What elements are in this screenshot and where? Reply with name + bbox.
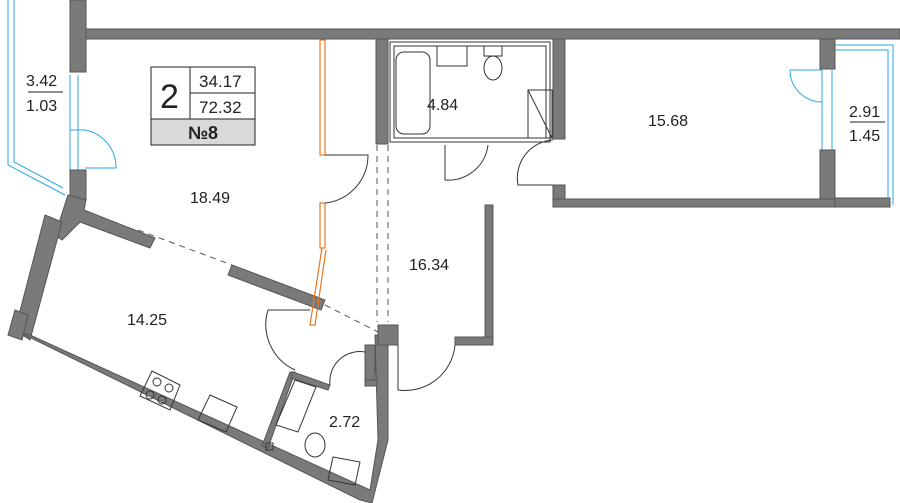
bedroom-area: 15.68	[648, 113, 688, 130]
right-balcony-reduced-area: 1.45	[849, 128, 880, 145]
walls	[7, 0, 900, 503]
left-balcony-reduced-area: 1.03	[26, 98, 57, 115]
balcony-door-right[interactable]	[789, 69, 823, 103]
toilet-area: 2.72	[329, 414, 360, 431]
toilet-fixtures	[265, 379, 361, 486]
balcony-door-left[interactable]	[84, 129, 117, 169]
toilet-icon	[483, 45, 503, 57]
shaft-icon	[275, 379, 317, 433]
left-balcony	[7, 0, 117, 196]
bathtub-icon	[395, 51, 431, 135]
kitchen-area: 14.25	[127, 312, 167, 329]
rooms-count: 2	[160, 78, 179, 116]
stove-icon	[139, 370, 181, 411]
bathroom-area: 4.84	[427, 97, 458, 114]
sink-icon	[436, 45, 468, 67]
kitchen-sink-icon	[197, 394, 238, 433]
kitchen-fixtures	[139, 370, 238, 433]
door-toilet[interactable]	[329, 351, 366, 386]
apartment-number: №8	[188, 123, 218, 143]
door-hallway[interactable]	[397, 344, 456, 392]
door-bedroom[interactable]	[516, 139, 554, 186]
door-living[interactable]	[324, 154, 369, 204]
living-room-area: 18.49	[190, 190, 230, 207]
washbasin-icon	[327, 456, 361, 486]
door-bathroom[interactable]	[444, 144, 489, 181]
washer-icon	[527, 89, 553, 139]
door-kitchen[interactable]	[265, 309, 310, 371]
wc-icon	[304, 432, 326, 458]
left-balcony-area: 3.42	[26, 73, 57, 90]
living-area: 34.17	[199, 72, 242, 91]
apartment-badge: 2 34.17 72.32 №8	[150, 66, 256, 146]
hallway-area: 16.34	[409, 257, 449, 274]
bathroom-fixtures	[389, 41, 553, 143]
partition	[309, 39, 327, 326]
right-balcony-area: 2.91	[849, 104, 880, 121]
total-area: 72.32	[199, 98, 242, 117]
right-balcony	[789, 44, 894, 205]
